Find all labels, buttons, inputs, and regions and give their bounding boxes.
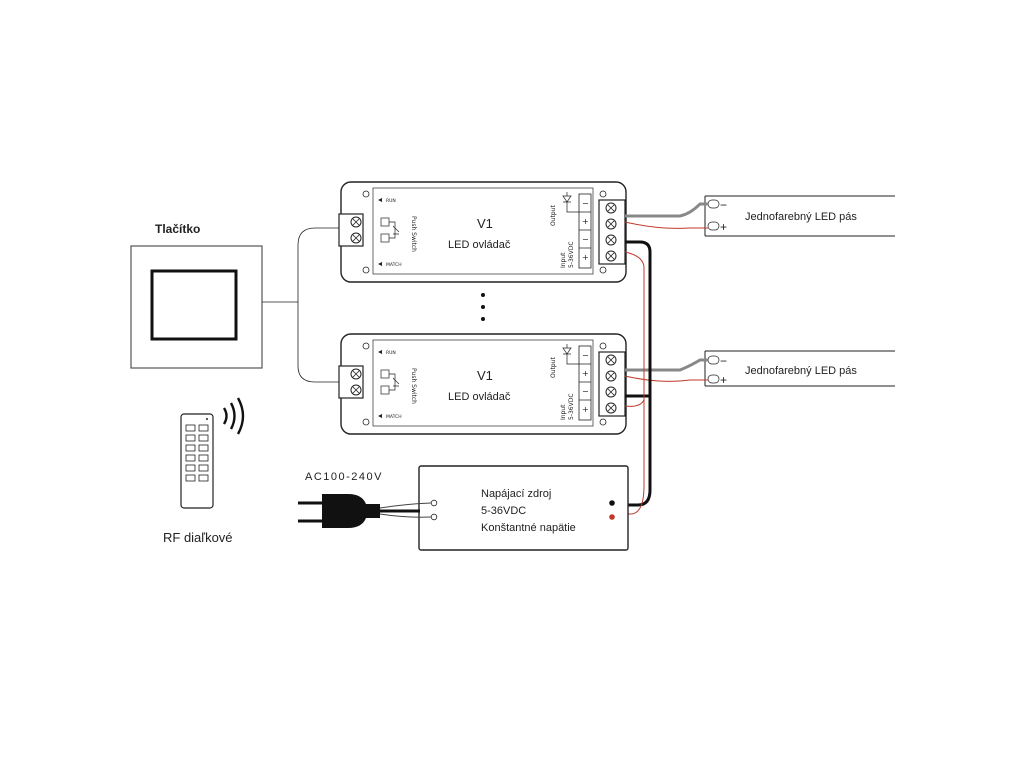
controller-input-range: 5-36VDC — [568, 241, 575, 268]
remote-label: RF diaľkové — [163, 530, 233, 545]
controller-match-label: MATCH — [386, 414, 402, 420]
output-wire-1-minus — [625, 202, 708, 218]
led-strip-1: − + Jednofarebný LED pás — [704, 195, 895, 237]
output-wire-1-plus — [624, 221, 708, 229]
button-wire-top — [297, 227, 345, 302]
led-strip-plus: + — [720, 373, 727, 387]
controller-input-label: Input — [560, 404, 567, 420]
wall-push-button — [130, 245, 263, 369]
led-strip-2: − + Jednofarebný LED pás — [704, 350, 895, 387]
controller-input-range: 5-36VDC — [568, 393, 575, 420]
power-wire-red-to-psu — [615, 485, 645, 515]
wireless-signal-icon — [222, 397, 245, 435]
controller-push-switch-label: Push Switch — [410, 368, 417, 404]
led-strip-minus: − — [720, 198, 727, 212]
ac-plug-icon — [298, 494, 432, 528]
rf-remote-icon — [180, 413, 214, 509]
output-wire-2-plus — [624, 375, 708, 382]
psu-line-1: Napájací zdroj — [481, 488, 551, 500]
led-strip-label: Jednofarebný LED pás — [745, 365, 857, 377]
led-controller-1: RUN MATCH Push Switch V1 LED ovládač Out… — [338, 181, 627, 283]
led-strip-label: Jednofarebný LED pás — [745, 211, 857, 223]
led-strip-plus: + — [720, 220, 727, 234]
controller-output-label: Output — [550, 205, 557, 226]
controller-input-label: Input — [560, 252, 567, 268]
output-wire-2-minus — [625, 358, 708, 372]
power-supply: Napájací zdroj 5-36VDC Konštantné napäti… — [418, 465, 629, 551]
power-wire-red-2 — [624, 399, 645, 407]
ac-voltage-label: AC100-240V — [305, 471, 383, 483]
led-controller-2: RUN MATCH Push Switch V1 LED ovládač Out… — [338, 333, 627, 435]
button-title: Tlačítko — [155, 222, 200, 236]
controller-run-label: RUN — [386, 198, 396, 204]
psu-line-3: Konštantné napätie — [481, 522, 576, 534]
controller-name: LED ovládač — [448, 239, 511, 251]
led-strip-minus: − — [720, 354, 727, 368]
controller-run-label: RUN — [386, 350, 396, 356]
button-wire-bottom — [297, 302, 345, 383]
controller-name: LED ovládač — [448, 391, 511, 403]
more-controllers-ellipsis — [481, 293, 485, 321]
controller-id: V1 — [477, 216, 493, 231]
controller-push-switch-label: Push Switch — [410, 216, 417, 252]
controller-output-label: Output — [550, 357, 557, 378]
psu-line-2: 5-36VDC — [481, 505, 526, 517]
power-wire-red — [624, 251, 645, 486]
controller-id: V1 — [477, 368, 493, 383]
power-wire-black — [615, 240, 652, 507]
controller-match-label: MATCH — [386, 262, 402, 268]
